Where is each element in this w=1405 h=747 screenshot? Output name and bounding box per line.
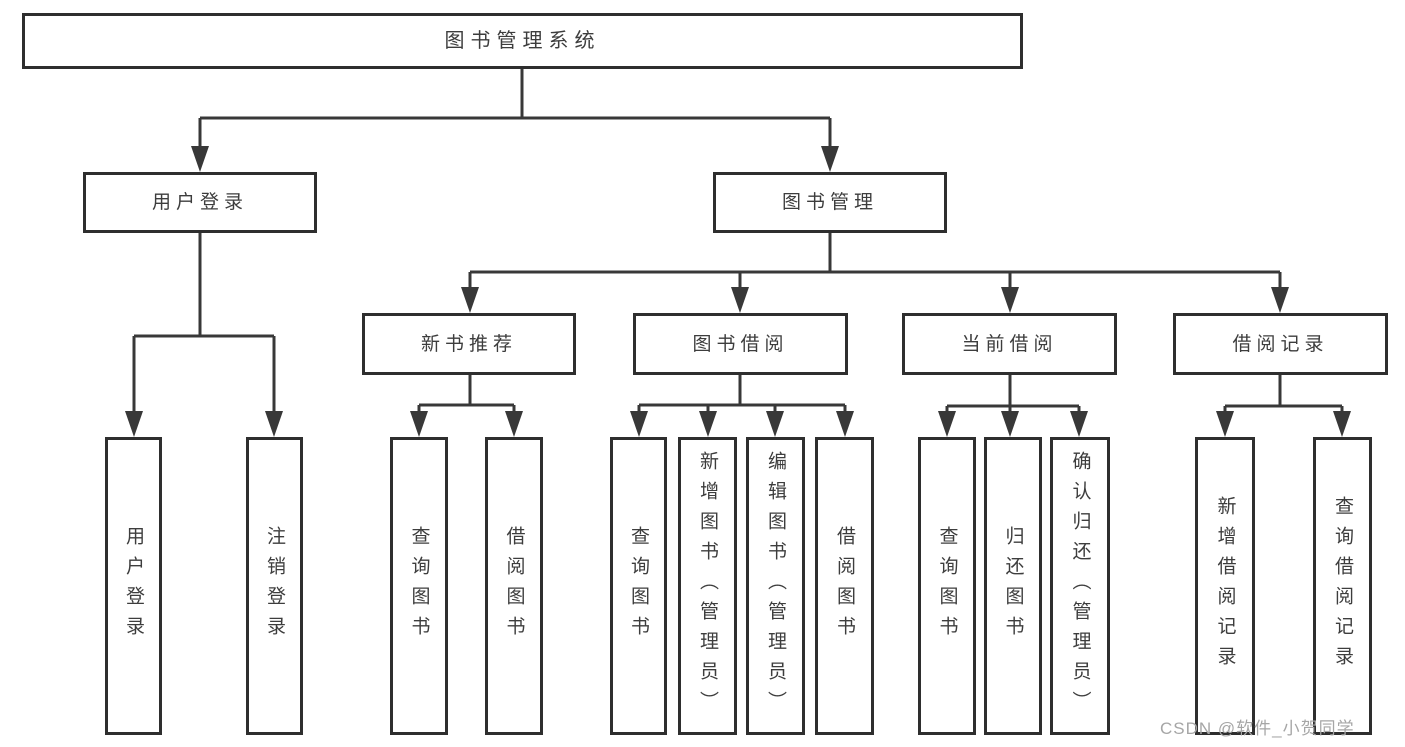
node-book-management: 图书管理 xyxy=(713,172,947,233)
arrowheads xyxy=(125,146,1351,437)
node-label: 新书推荐 xyxy=(420,333,517,355)
arrowhead xyxy=(410,411,428,437)
node-label: 确认归还（管理员） xyxy=(1069,451,1091,721)
node-current-borrowing: 当前借阅 xyxy=(902,313,1117,375)
node-label: 用户登录 xyxy=(123,526,144,646)
leaf-edit-books-admin: 编辑图书（管理员） xyxy=(746,437,805,735)
node-label: 图书借阅 xyxy=(692,333,789,355)
node-label: 查询借阅记录 xyxy=(1332,496,1353,676)
node-label: 当前借阅 xyxy=(961,333,1058,355)
node-label: 查询图书 xyxy=(408,526,430,646)
arrowhead xyxy=(1216,411,1234,437)
node-label: 图书管理 xyxy=(781,192,878,213)
connector-current-borrow-group xyxy=(945,375,1081,415)
node-label: 用户登录 xyxy=(151,192,248,213)
arrowhead xyxy=(630,411,648,437)
leaf-logout: 注销登录 xyxy=(246,437,303,735)
arrowhead xyxy=(938,411,956,437)
leaf-return-books: 归还图书 xyxy=(984,437,1042,735)
leaf-query-borrow-record: 查询借阅记录 xyxy=(1313,437,1372,735)
arrowhead xyxy=(836,411,854,437)
node-user-login: 用户登录 xyxy=(83,172,317,233)
arrowhead xyxy=(1333,411,1351,437)
node-label: 借阅图书 xyxy=(503,526,525,646)
node-borrowing-records: 借阅记录 xyxy=(1173,313,1388,375)
arrowhead xyxy=(699,411,717,437)
arrowhead xyxy=(766,411,784,437)
connector-user-login-group xyxy=(132,233,276,415)
arrowhead xyxy=(461,287,479,313)
leaf-query-books-2: 查询图书 xyxy=(610,437,667,735)
csdn-watermark: CSDN @软件_小贺同学 xyxy=(1160,719,1355,738)
connector-book-borrow-group xyxy=(637,375,847,415)
node-label: 新增借阅记录 xyxy=(1214,496,1236,676)
arrowhead xyxy=(731,287,749,313)
arrowhead xyxy=(1001,287,1019,313)
node-label: 借阅记录 xyxy=(1232,333,1329,355)
arrowhead xyxy=(191,146,209,172)
leaf-query-books-1: 查询图书 xyxy=(390,437,448,735)
node-new-book-recommendation: 新书推荐 xyxy=(362,313,576,375)
arrowhead xyxy=(505,411,523,437)
arrowhead xyxy=(265,411,283,437)
node-label: 注销登录 xyxy=(264,526,285,646)
leaf-confirm-return-admin: 确认归还（管理员） xyxy=(1050,437,1110,735)
leaf-borrow-books-2: 借阅图书 xyxy=(815,437,874,735)
arrowhead xyxy=(1001,411,1019,437)
node-book-borrowing: 图书借阅 xyxy=(633,313,848,375)
node-label: 归还图书 xyxy=(1002,526,1024,646)
node-label: 查询图书 xyxy=(628,526,649,646)
arrowhead xyxy=(1271,287,1289,313)
leaf-user-login: 用户登录 xyxy=(105,437,162,735)
leaf-add-books-admin: 新增图书（管理员） xyxy=(678,437,737,735)
arrowhead xyxy=(1070,411,1088,437)
leaf-add-borrow-record: 新增借阅记录 xyxy=(1195,437,1255,735)
connector-borrow-records-group xyxy=(1223,375,1344,415)
leaf-query-books-3: 查询图书 xyxy=(918,437,976,735)
node-label: 查询图书 xyxy=(936,526,958,646)
connector-root-to-level2 xyxy=(198,69,832,150)
node-label: 图书管理系统 xyxy=(444,30,601,52)
node-label: 借阅图书 xyxy=(834,526,855,646)
node-label: 编辑图书（管理员） xyxy=(765,451,786,721)
leaf-borrow-books-1: 借阅图书 xyxy=(485,437,543,735)
connector-new-book-rec-group xyxy=(417,375,516,415)
node-label: 新增图书（管理员） xyxy=(697,451,718,721)
connector-book-mgmt-to-level3 xyxy=(468,233,1282,293)
node-library-management-system: 图书管理系统 xyxy=(22,13,1023,69)
arrowhead xyxy=(821,146,839,172)
arrowhead xyxy=(125,411,143,437)
